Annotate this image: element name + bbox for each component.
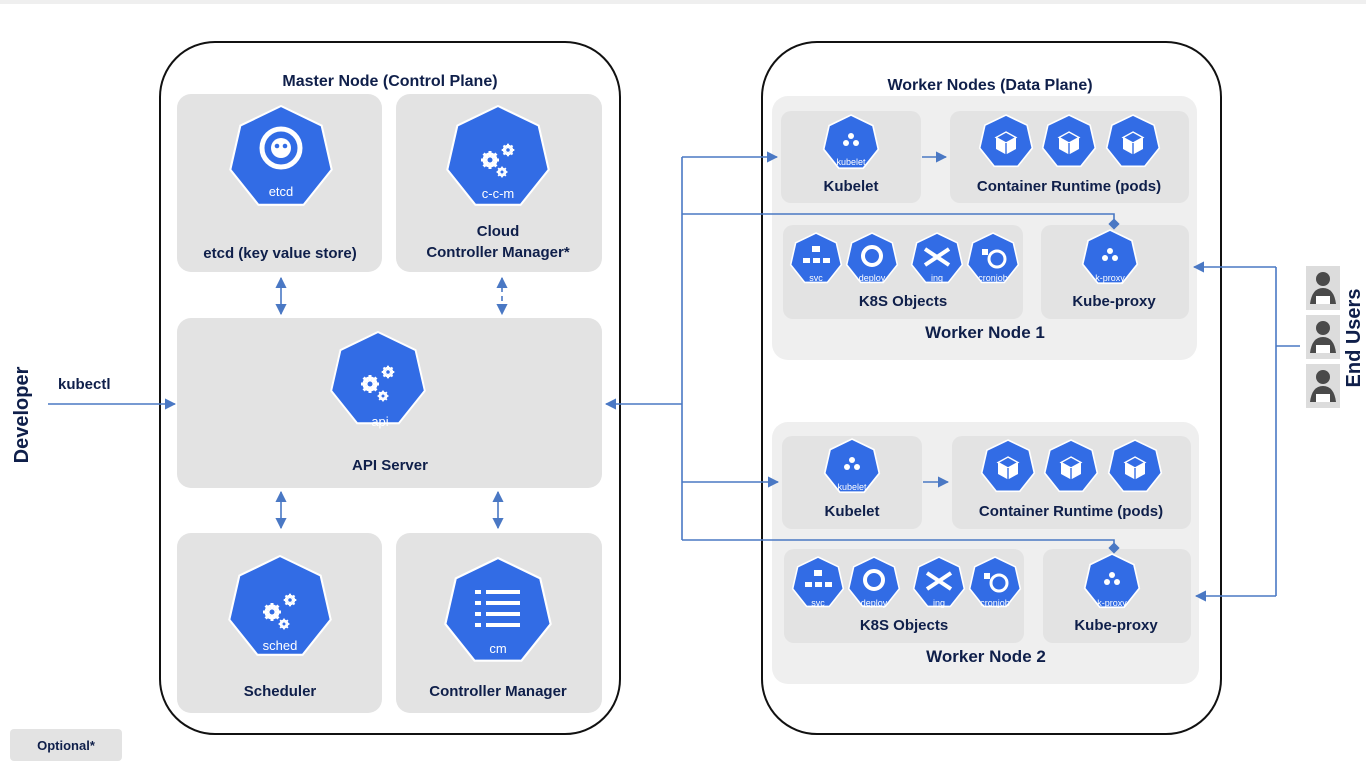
k8s-objects-label: K8S Objects: [859, 293, 947, 310]
worker-node-1: kubelet Kubelet Container Runtime (pods)…: [772, 96, 1197, 360]
kube-proxy-label: Kube-proxy: [1074, 617, 1158, 634]
worker-node-2: kubelet Kubelet Container Runtime (pods)…: [772, 422, 1199, 684]
ccm-icon-text: c-c-m: [482, 186, 515, 201]
etcd-label: etcd (key value store): [203, 245, 356, 262]
ing-icon-text: ing: [931, 273, 943, 283]
developer-label: Developer: [11, 366, 33, 463]
cronjob-icon-text: cronjob: [980, 598, 1010, 608]
kubelet-icon: kubelet: [825, 439, 880, 492]
k8s-objects-label: K8S Objects: [860, 617, 948, 634]
ccm-label-line2: Controller Manager*: [426, 244, 570, 261]
worker-node-1-label: Worker Node 1: [925, 323, 1045, 342]
kubelet-label: Kubelet: [823, 178, 878, 195]
ing-icon-text: ing: [933, 598, 945, 608]
ccm-label-line1: Cloud: [477, 223, 520, 240]
kubelet-icon-text: kubelet: [837, 482, 867, 492]
k8s-object-icons: svc deploy ing cronjob: [791, 233, 1019, 283]
controller-manager-label: Controller Manager: [429, 683, 567, 700]
k8s-objects-panel: [783, 225, 1023, 319]
etcd-icon: etcd: [230, 106, 331, 205]
kube-proxy-icon: k-proxy: [1085, 554, 1140, 608]
user-icon: [1306, 315, 1340, 359]
end-users-group: End Users: [1306, 266, 1365, 408]
master-node-container: [159, 41, 621, 735]
ccm-panel: c-c-m Cloud Controller Manager*: [396, 94, 602, 272]
user-icon: [1306, 266, 1340, 310]
kubelet-label: Kubelet: [824, 503, 879, 520]
k8s-object-icons: svc deploy ing cronjob: [793, 557, 1021, 608]
worker-nodes-title: Worker Nodes (Data Plane): [887, 77, 1092, 94]
kube-proxy-icon-text: k-proxy: [1097, 598, 1127, 608]
optional-legend: Optional*: [10, 729, 122, 761]
deploy-icon-text: deploy: [861, 598, 888, 608]
container-runtime-label: Container Runtime (pods): [977, 178, 1161, 195]
kubelet-icon-text: kubelet: [836, 157, 866, 167]
controller-manager-panel: cm Controller Manager: [396, 533, 602, 713]
api-server-label: API Server: [352, 457, 428, 474]
container-runtime-label: Container Runtime (pods): [979, 503, 1163, 520]
kube-proxy-label: Kube-proxy: [1072, 293, 1156, 310]
etcd-icon-text: etcd: [269, 184, 294, 199]
kubectl-label: kubectl: [58, 376, 111, 393]
end-users-connectors: [1192, 261, 1300, 602]
scheduler-panel: sched Scheduler: [177, 533, 382, 713]
worker-node-2-label: Worker Node 2: [926, 647, 1046, 666]
master-node-title: Master Node (Control Plane): [282, 73, 497, 90]
cronjob-icon-text: cronjob: [978, 273, 1008, 283]
etcd-panel: etcd etcd (key value store): [177, 94, 382, 272]
api-server-panel: api API Server: [177, 318, 602, 488]
kube-proxy-icon-text: k-proxy: [1095, 273, 1125, 283]
scheduler-icon-text: sched: [263, 638, 298, 653]
api-worker-connectors: [604, 151, 1120, 554]
ccm-icon: c-c-m: [447, 106, 548, 205]
user-icon: [1306, 364, 1340, 408]
scheduler-icon: sched: [229, 556, 330, 655]
top-strip: [0, 0, 1366, 4]
controller-manager-icon: cm: [445, 558, 550, 661]
scheduler-label: Scheduler: [244, 683, 317, 700]
pod-icons: [982, 440, 1162, 491]
api-icon: api: [331, 332, 425, 429]
kube-proxy-icon: k-proxy: [1083, 230, 1138, 283]
end-users-label: End Users: [1343, 289, 1365, 388]
svc-icon-text: svc: [811, 598, 825, 608]
cm-icon-text: cm: [489, 641, 506, 656]
svc-icon-text: svc: [809, 273, 823, 283]
k8s-objects-panel: [784, 549, 1024, 643]
pod-icons: [980, 115, 1160, 166]
api-icon-text: api: [371, 414, 388, 429]
kubelet-icon: kubelet: [824, 115, 879, 168]
deploy-icon-text: deploy: [859, 273, 886, 283]
optional-legend-text: Optional*: [37, 738, 96, 753]
worker-nodes-container: [761, 41, 1222, 735]
